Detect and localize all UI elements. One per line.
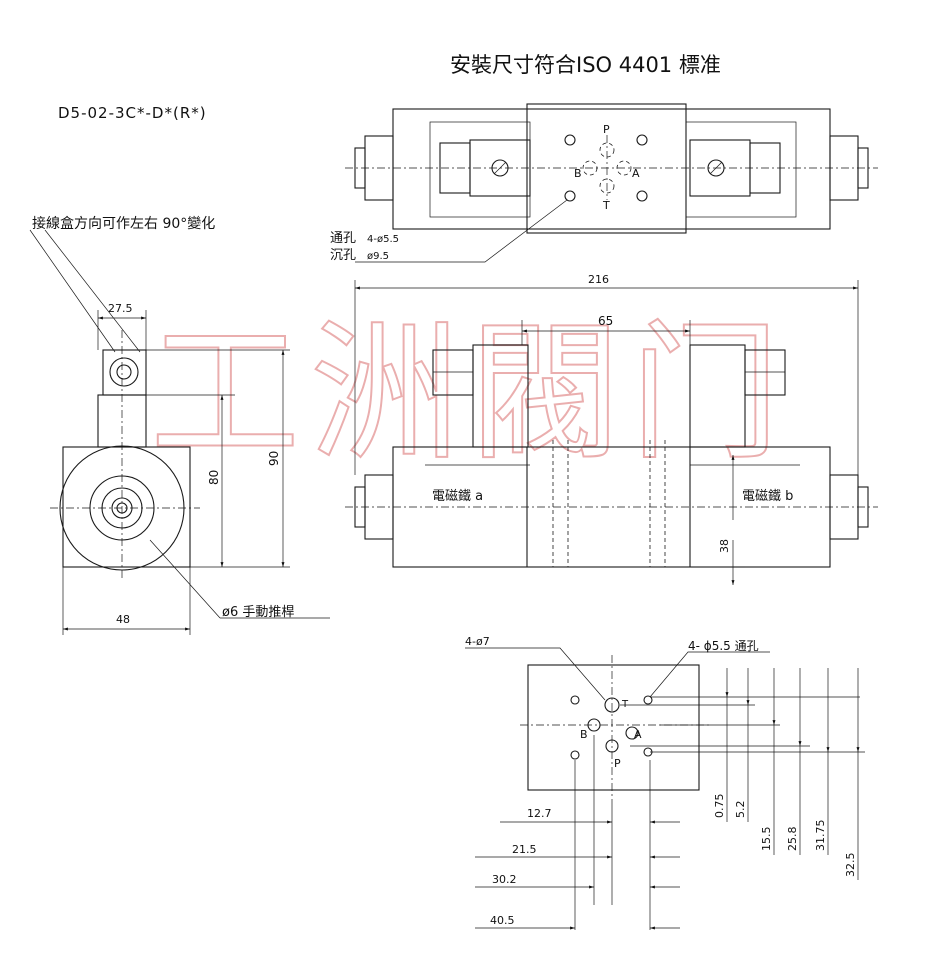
dim-5-2: 5.2 — [734, 801, 747, 819]
mount-port-b: B — [580, 728, 588, 741]
dim-40-5: 40.5 — [490, 914, 515, 927]
hole-through-label: 通孔 — [330, 231, 356, 246]
mount-port-a: A — [634, 728, 642, 741]
dim-32-5: 32.5 — [844, 853, 857, 878]
dim-90: 90 — [267, 451, 281, 466]
dim-0-75: 0.75 — [713, 794, 726, 819]
dim-15-5: 15.5 — [760, 827, 773, 852]
mounting-surface: B A P T 4-ø7 4- ϕ5.5 通孔 0.75 5.2 15.5 25… — [465, 635, 865, 930]
top-port-t: T — [602, 199, 610, 212]
top-view-center-block — [526, 103, 687, 234]
solenoid-a-label: 電磁鐵 a — [432, 488, 483, 504]
front-coil-a — [472, 344, 529, 448]
note-holes-a: 4-ø7 — [465, 635, 490, 648]
dim-30-2: 30.2 — [492, 873, 517, 886]
watermark: 工洲閥门 — [150, 307, 790, 481]
hole-counterbore-label: 沉孔 — [330, 248, 356, 263]
dim-80: 80 — [207, 470, 221, 485]
top-view-body — [392, 108, 831, 230]
dim-27-5: 27.5 — [108, 302, 133, 315]
mounting-plate — [527, 664, 700, 791]
top-port-a: A — [632, 167, 640, 180]
dim-65: 65 — [598, 314, 613, 328]
dim-25-8: 25.8 — [786, 827, 799, 852]
top-view: P B A T 通孔 4-ø5.5 沉孔 ø9.5 — [330, 103, 878, 263]
dim-216: 216 — [588, 273, 609, 286]
top-port-b: B — [574, 167, 582, 180]
model-code: D5-02-3C*-D*(R*) — [58, 104, 207, 122]
junction-box — [102, 349, 147, 396]
top-port-p: P — [603, 123, 610, 136]
dim-21-5: 21.5 — [512, 843, 537, 856]
dim-48: 48 — [116, 613, 130, 626]
note-manual-override: ø6 手動推桿 — [222, 605, 294, 620]
note-holes-b: 4- ϕ5.5 通孔 — [688, 639, 759, 653]
solenoid-b-label: 電磁鐵 b — [742, 488, 793, 504]
hole-counterbore-value: ø9.5 — [367, 251, 389, 262]
side-view: 27.5 80 90 48 接線盒方向可作左右 90°變化 ø6 手動推桿 — [29, 215, 330, 635]
front-coil-b — [689, 344, 746, 448]
drawing-title: 安裝尺寸符合ISO 4401 標准 — [450, 53, 721, 77]
note-junction-box: 接線盒方向可作左右 90°變化 — [32, 215, 215, 232]
dim-31-75: 31.75 — [814, 820, 827, 852]
mount-port-p: P — [614, 757, 621, 770]
hole-through-value: 4-ø5.5 — [367, 234, 399, 245]
mount-port-t: T — [621, 699, 629, 710]
front-view: 電磁鐵 a 電磁鐵 b 216 65 38 — [345, 273, 878, 585]
dim-38: 38 — [718, 539, 731, 553]
dim-12-7: 12.7 — [527, 807, 552, 820]
